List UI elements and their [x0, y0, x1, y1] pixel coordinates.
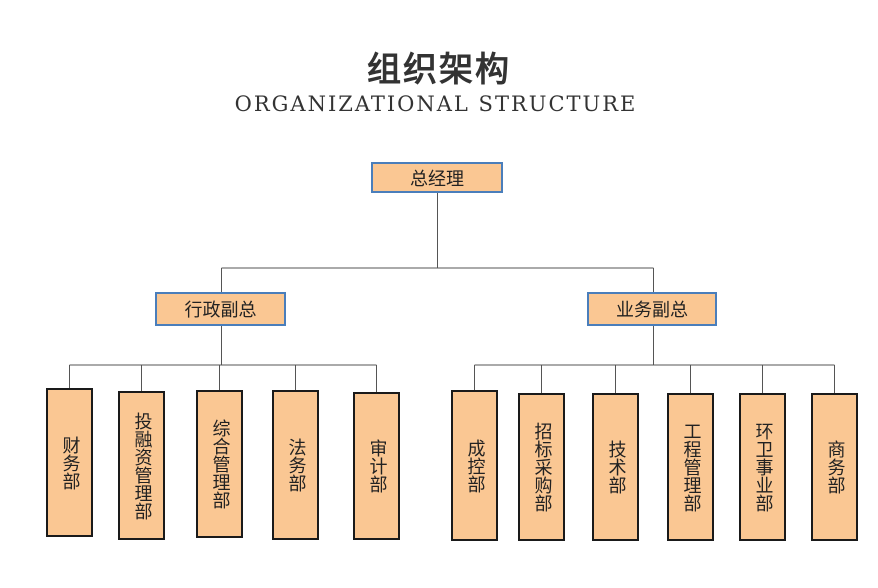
department-box: 成控部 — [451, 390, 498, 541]
admin-vp-label: 行政副总 — [184, 300, 257, 321]
department-label: 商务部 — [824, 440, 846, 494]
department-label: 工程管理部 — [680, 422, 702, 512]
department-label: 技术部 — [605, 440, 627, 494]
department-box: 技术部 — [592, 393, 639, 541]
department-label: 法务部 — [285, 438, 307, 492]
department-label: 成控部 — [464, 438, 486, 493]
department-box: 财务部 — [46, 388, 93, 537]
department-box: 环卫事业部 — [739, 393, 786, 541]
department-label: 招标采购部 — [531, 422, 553, 512]
page-title: 组织架构 — [367, 50, 511, 90]
department-box: 招标采购部 — [518, 393, 565, 541]
business-vp-label: 业务副总 — [616, 300, 688, 321]
admin-vp-box: 行政副总 — [155, 292, 286, 326]
department-label: 综合管理部 — [209, 419, 231, 509]
general-manager-label: 总经理 — [410, 168, 464, 190]
department-box: 投融资管理部 — [118, 391, 165, 540]
page-subtitle: ORGANIZATIONAL STRUCTURE — [234, 92, 638, 116]
department-label: 审计部 — [366, 439, 388, 493]
business-vp-box: 业务副总 — [587, 292, 717, 326]
department-box: 审计部 — [353, 392, 400, 540]
general-manager-box: 总经理 — [371, 162, 503, 193]
department-label: 财务部 — [59, 435, 81, 490]
department-box: 法务部 — [272, 390, 319, 540]
department-box: 商务部 — [811, 393, 858, 541]
department-box: 综合管理部 — [196, 390, 243, 538]
department-label: 环卫事业部 — [752, 422, 774, 512]
department-label: 投融资管理部 — [131, 411, 153, 520]
department-box: 工程管理部 — [667, 393, 714, 541]
